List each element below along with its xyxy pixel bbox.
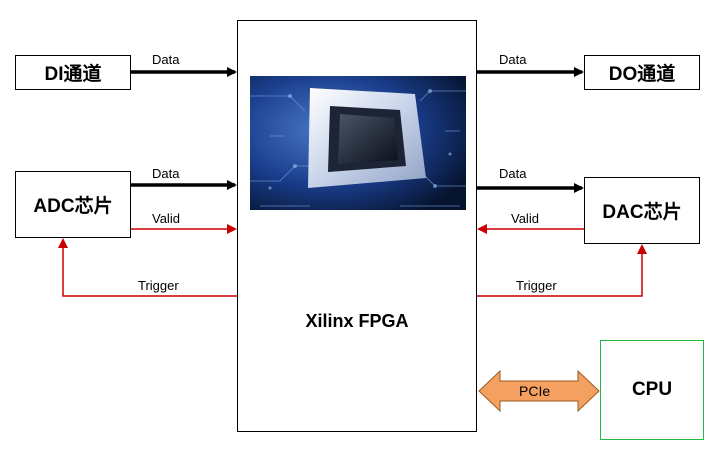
adc-valid-label: Valid <box>152 211 180 226</box>
cpu-box: CPU <box>600 340 704 440</box>
dac-data-label: Data <box>499 166 527 181</box>
adc-trigger-arrow <box>58 238 237 297</box>
dac-valid-label: Valid <box>511 211 539 226</box>
do-channel-label: DO通道 <box>608 64 676 85</box>
fpga-label: Xilinx FPGA <box>305 311 409 331</box>
dac-trigger-label: Trigger <box>516 278 557 293</box>
adc-trigger-label: Trigger <box>138 278 179 293</box>
dac-chip-label: DAC芯片 <box>602 202 682 223</box>
adc-chip-box: ADC芯片 <box>15 171 131 238</box>
pcie-double-arrow <box>478 369 600 413</box>
do-data-label: Data <box>499 52 527 67</box>
cpu-label: CPU <box>631 379 673 400</box>
di-channel-label: DI通道 <box>44 64 102 85</box>
adc-chip-label: ADC芯片 <box>33 196 113 217</box>
pcie-label: PCIe <box>519 383 551 399</box>
adc-data-label: Data <box>152 166 180 181</box>
do-channel-box: DO通道 <box>584 55 700 90</box>
dac-chip-box: DAC芯片 <box>584 177 700 244</box>
di-channel-box: DI通道 <box>15 55 131 90</box>
di-data-label: Data <box>152 52 180 67</box>
dac-trigger-arrow <box>477 244 647 297</box>
fpga-chip-image <box>250 76 466 210</box>
